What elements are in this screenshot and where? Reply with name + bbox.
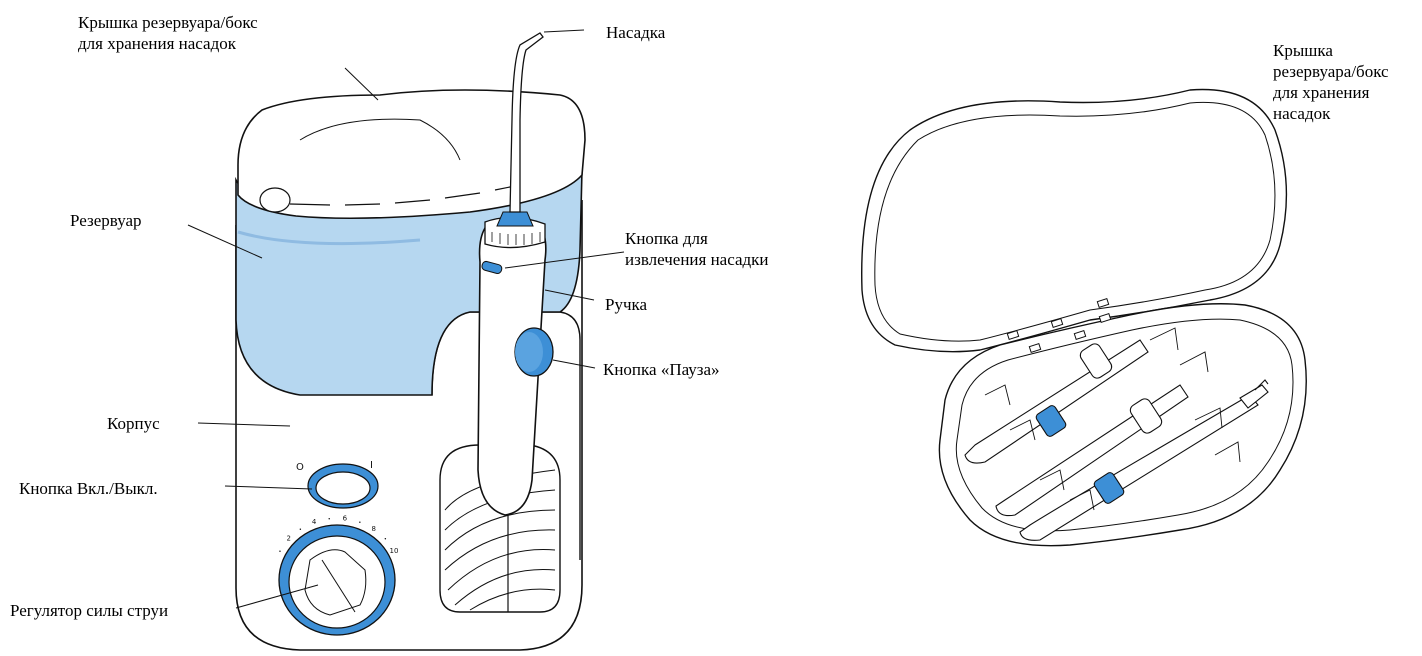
pressure-scale-mark: • bbox=[279, 549, 282, 555]
label-body: Корпус bbox=[107, 413, 160, 434]
tip-collar bbox=[497, 212, 533, 226]
label-pressure: Регулятор силы струи bbox=[10, 600, 168, 621]
pressure-scale-mark: 10 bbox=[390, 547, 399, 555]
label-case-lid: Крышка резервуара/бокс для хранения наса… bbox=[1273, 40, 1389, 124]
power-on-mark: I bbox=[370, 460, 373, 471]
label-tip: Насадка bbox=[606, 22, 665, 43]
label-power: Кнопка Вкл./Выкл. bbox=[19, 478, 158, 499]
label-tip-eject: Кнопка для извлечения насадки bbox=[625, 228, 769, 270]
pressure-scale-mark: • bbox=[384, 537, 387, 543]
label-handle: Ручка bbox=[605, 294, 647, 315]
power-off-mark: O bbox=[296, 462, 304, 473]
power-switch bbox=[316, 472, 370, 504]
pressure-scale-mark: 6 bbox=[343, 514, 348, 522]
pressure-scale-mark: 2 bbox=[286, 535, 290, 543]
pressure-scale-mark: • bbox=[358, 520, 361, 526]
label-reservoir: Резервуар bbox=[70, 210, 142, 231]
pressure-scale-mark: • bbox=[328, 516, 331, 522]
label-lid: Крышка резервуара/бокс для хранения наса… bbox=[78, 12, 258, 54]
pressure-scale-mark: • bbox=[299, 527, 302, 533]
pressure-scale-mark: 8 bbox=[371, 525, 375, 533]
pressure-scale-mark: 4 bbox=[312, 518, 317, 526]
label-pause: Кнопка «Пауза» bbox=[603, 359, 720, 380]
lid-latch bbox=[260, 188, 290, 212]
